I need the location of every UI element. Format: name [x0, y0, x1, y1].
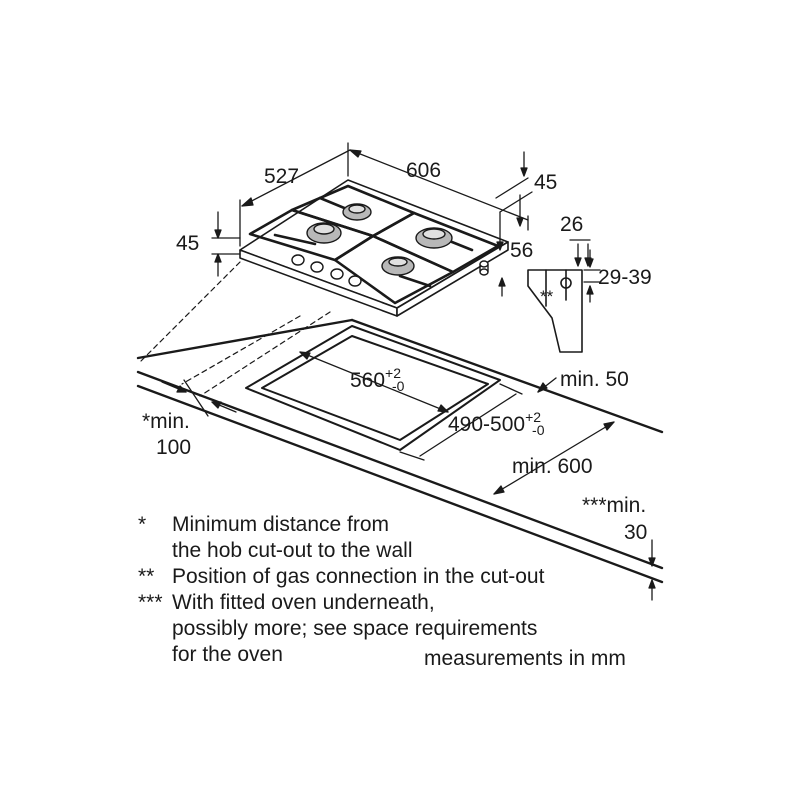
- footnote-2-text-1: Position of gas connection in the cut-ou…: [172, 565, 545, 588]
- dim-depth-label: 527: [264, 165, 300, 188]
- dim-rear-height-line: [495, 151, 533, 227]
- footnote-3-line-2: possibly more; see space requirements: [172, 618, 537, 639]
- dim-wall-distance-line: [161, 379, 237, 417]
- footnote-3-mark: ***: [138, 591, 163, 614]
- cutout-depth-value: 490-500: [448, 413, 526, 436]
- dim-worktop-depth-label: min. 600: [512, 455, 593, 478]
- cutout-depth-tol-plus: +2: [525, 409, 542, 425]
- dim-cutout-depth-line: [399, 383, 523, 461]
- cutout-width-tol-plus: +2: [385, 365, 402, 381]
- footnote-3-text-2: possibly more; see space requirements: [172, 617, 538, 640]
- footnote-1-text-1: Minimum distance from: [172, 513, 390, 536]
- dim-step-label: 56: [510, 239, 534, 262]
- dim-worktop-thickness-label-2: 30: [624, 521, 648, 544]
- footnote-1-line-1: * Minimum distance from: [138, 514, 389, 535]
- dim-front-height-label: 45: [176, 232, 200, 255]
- dim-conn-height-label: 29-39: [598, 266, 652, 289]
- footnote-3-line-1: *** With fitted oven underneath,: [138, 592, 435, 613]
- worktop: [136, 318, 664, 584]
- dim-cutout-width-line: [299, 351, 449, 413]
- dim-width-label: 606: [406, 159, 442, 182]
- footnote-2-line-1: ** Position of gas connection in the cut-…: [138, 566, 544, 587]
- dim-worktop-depth-line: [493, 421, 615, 495]
- dim-wall-distance-label-1: *min.: [142, 410, 190, 433]
- gas-inlet: [479, 260, 489, 276]
- dim-front-clear-label: min. 50: [560, 368, 629, 391]
- dim-conn-offset-label: 26: [560, 213, 584, 236]
- dim-worktop-thickness-label-1: ***min.: [582, 494, 647, 517]
- gas-position-marker: **: [540, 287, 554, 306]
- footnote-3-line-3: for the oven: [172, 644, 283, 665]
- cutout: [245, 325, 501, 451]
- projection-dashes: [139, 261, 331, 397]
- dim-cutout-width-label: 560+2-0: [350, 366, 413, 394]
- footnote-3-text-1: With fitted oven underneath,: [172, 591, 435, 614]
- footnote-3-text-3: for the oven: [172, 643, 283, 666]
- control-knobs: [291, 254, 362, 287]
- cutout-width-value: 560: [350, 369, 386, 392]
- footnote-1-mark: *: [138, 513, 147, 536]
- units-note: measurements in mm: [424, 647, 626, 670]
- dim-front-height-line: [211, 211, 241, 277]
- cutout-width-tol-minus: -0: [392, 378, 405, 394]
- hob-top-plate: [239, 179, 509, 317]
- footnote-1-text-2: the hob cut-out to the wall: [172, 539, 413, 562]
- dim-conn-height-line: [583, 249, 601, 303]
- dim-rear-height-label: 45: [534, 171, 558, 194]
- dim-step-line: [496, 211, 506, 297]
- footnote-1-line-2: the hob cut-out to the wall: [172, 540, 413, 561]
- gas-connection-detail: [527, 269, 583, 353]
- dim-width-line: [347, 142, 529, 231]
- dim-worktop-thickness-line: [648, 539, 656, 601]
- footnote-2-mark: **: [138, 565, 155, 588]
- dim-wall-distance-label-2: 100: [156, 436, 192, 459]
- dim-front-clear-line: [537, 377, 557, 393]
- cutout-depth-tol-minus: -0: [532, 422, 545, 438]
- burners: [306, 203, 453, 276]
- dim-cutout-depth-label: 490-500+2-0: [448, 410, 554, 438]
